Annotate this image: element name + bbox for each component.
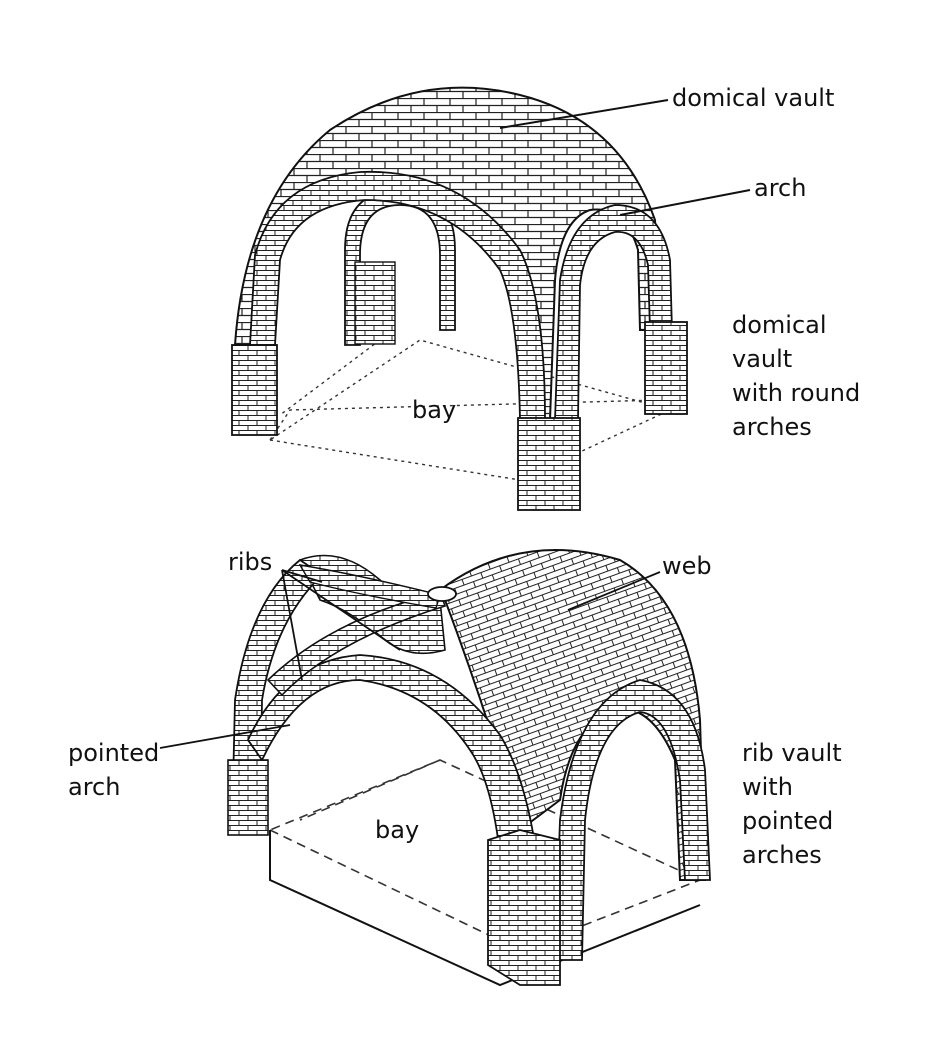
bottom-right-pointed-arch (554, 679, 711, 961)
caption-line: vault (732, 345, 793, 373)
top-pier-right (644, 321, 688, 415)
keystone-boss (427, 586, 457, 602)
label-top-bay: bay (412, 396, 457, 424)
caption-line: pointed (742, 807, 834, 835)
caption-domical-vault: domical vault with round arches (732, 308, 860, 444)
label-arch: arch (754, 174, 807, 202)
caption-line: with round (732, 379, 861, 407)
bottom-left-pier (227, 759, 269, 836)
label-domical-vault: domical vault (672, 84, 835, 112)
leader-ribs (281, 569, 401, 681)
top-bay-floor-outline (268, 339, 673, 481)
label-bottom-bay: bay (375, 816, 420, 844)
caption-line: arches (742, 841, 822, 869)
domical-vault-figure (231, 86, 751, 511)
top-pier-back (354, 261, 396, 345)
bottom-front-pier (487, 829, 561, 986)
diagonal-rib-2 (298, 564, 441, 609)
caption-rib-vault: rib vault with pointed arches (742, 736, 842, 872)
label-line: pointed (68, 739, 160, 767)
leader-pointed-arch (159, 724, 291, 749)
leader-web (567, 571, 661, 611)
label-web: web (662, 552, 712, 580)
caption-line: with (742, 773, 793, 801)
caption-line: rib vault (742, 739, 842, 767)
top-right-arch (554, 204, 673, 421)
leader-domical-vault (499, 99, 669, 129)
rib-vault-figure (159, 549, 711, 987)
caption-line: arches (732, 413, 812, 441)
label-pointed-arch: pointed arch (68, 736, 159, 804)
bottom-base-line (269, 830, 701, 987)
bottom-bay-floor-outline (268, 759, 703, 951)
leader-arch (619, 189, 751, 216)
label-ribs: ribs (228, 548, 273, 576)
caption-line: domical (732, 311, 827, 339)
top-pier-front (517, 417, 581, 511)
label-line: arch (68, 773, 121, 801)
top-pier-left (231, 344, 278, 436)
